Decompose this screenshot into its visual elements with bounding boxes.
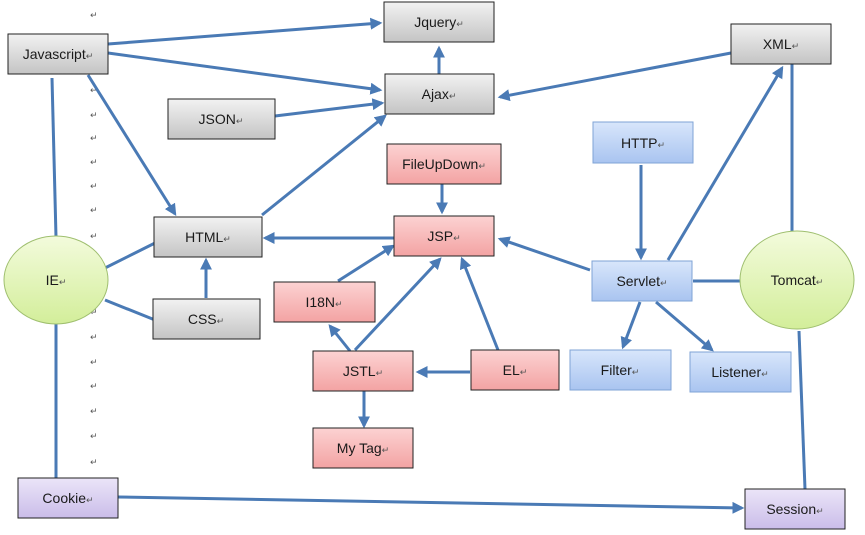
paragraph-mark: ↵ [90,407,98,417]
paragraph-mark: ↵ [792,42,800,52]
arrow-xml-ajax [497,51,732,102]
node-jquery: Jquery↵ [383,1,495,43]
arrow-cookie-session [117,495,745,514]
paragraph-mark: ↵ [223,235,231,245]
node-servlet: Servlet↵ [591,260,693,302]
paragraph-mark: ↵ [90,358,98,368]
node-jstl: JSTL↵ [312,350,414,392]
link-ie-css [104,298,156,322]
paragraph-mark: ↵ [335,300,343,310]
connectors-arrows [86,17,784,514]
node-servlet-label: Servlet↵ [616,273,667,289]
paragraph-mark: ↵ [761,370,769,380]
paragraph-mark: ↵ [453,234,461,244]
paragraph-mark: ↵ [86,496,94,506]
arrow-servlet-filter [620,301,642,350]
node-jsp: JSP↵ [393,215,495,257]
paragraph-mark: ↵ [90,308,98,318]
node-ajax-label: Ajax↵ [422,86,457,102]
paragraph-mark: ↵ [632,368,640,378]
node-xml-label: XML↵ [763,36,799,52]
node-ie: IE↵ [3,235,109,325]
link-ie-html [104,241,156,270]
node-cookie: Cookie↵ [17,477,119,519]
paragraph-mark: ↵ [90,111,98,121]
link-javascript-ie [50,77,58,238]
node-html: HTML↵ [153,216,263,258]
paragraph-mark: ↵ [376,369,384,379]
paragraph-mark: ↵ [90,458,98,468]
node-ajax: Ajax↵ [384,73,495,115]
node-fileupdown-label: FileUpDown↵ [402,156,486,172]
paragraph-marks: ↵ ↵ ↵ ↵ ↵ ↵ ↵ ↵ ↵ ↵ ↵ ↵ ↵ ↵ ↵ [90,11,98,468]
paragraph-mark: ↵ [90,158,98,168]
node-javascript: Javascript↵ [7,33,109,75]
node-html-label: HTML↵ [185,229,231,245]
arrow-servlet-listener [655,300,714,352]
node-filter-label: Filter↵ [601,362,640,378]
paragraph-mark: ↵ [660,279,668,289]
node-session-label: Session↵ [766,501,823,517]
paragraph-mark: ↵ [478,162,486,172]
node-fileupdown: FileUpDown↵ [386,143,502,185]
node-i18n-label: I18N↵ [305,294,342,310]
paragraph-mark: ↵ [816,507,824,517]
node-i18n: I18N↵ [273,281,376,323]
arrow-javascript-ajax [107,51,383,95]
arrow-servlet-xml [666,65,784,261]
arrow-servlet-jsp [497,236,591,272]
node-mytag: My Tag↵ [312,427,414,469]
arrow-i18n-jsp [337,244,396,283]
node-http-label: HTTP↵ [621,135,665,151]
arrow-el-jsp [459,256,500,351]
paragraph-mark: ↵ [816,278,824,288]
paragraph-mark: ↵ [90,333,98,343]
paragraph-mark: ↵ [520,368,528,378]
paragraph-mark: ↵ [658,141,666,151]
node-cookie-label: Cookie↵ [42,490,93,506]
arrow-html-ajax [261,114,387,217]
node-el: EL↵ [470,349,560,391]
paragraph-mark: ↵ [90,232,98,242]
node-jquery-label: Jquery↵ [414,14,464,30]
connectors-plain [50,64,807,490]
arrow-javascript-jquery [107,17,383,46]
node-json: JSON↵ [167,98,276,140]
paragraph-mark: ↵ [456,20,464,30]
node-listener: Listener↵ [689,351,792,393]
paragraph-mark: ↵ [449,92,457,102]
arrow-javascript-html [86,74,177,217]
paragraph-mark: ↵ [217,317,225,327]
paragraph-mark: ↵ [90,382,98,392]
node-xml: XML↵ [730,23,832,65]
paragraph-mark: ↵ [90,86,98,96]
node-css-label: CSS↵ [188,311,224,327]
link-tomcat-session [797,330,807,490]
arrow-jstl-i18n [328,324,352,352]
paragraph-mark: ↵ [90,206,98,216]
node-jsp-label: JSP↵ [427,228,460,244]
arrow-json-ajax [274,98,385,118]
paragraph-mark: ↵ [382,446,390,456]
node-session: Session↵ [744,488,846,530]
node-filter: Filter↵ [569,349,672,391]
node-tomcat-label: Tomcat↵ [771,272,824,288]
node-javascript-label: Javascript↵ [23,46,94,62]
node-json-label: JSON↵ [199,111,244,127]
node-css: CSS↵ [152,298,261,340]
paragraph-mark: ↵ [59,278,67,288]
paragraph-mark: ↵ [90,432,98,442]
paragraph-mark: ↵ [90,182,98,192]
paragraph-mark: ↵ [236,117,244,127]
node-mytag-label: My Tag↵ [337,440,389,456]
paragraph-mark: ↵ [86,52,94,62]
paragraph-mark: ↵ [90,134,98,144]
node-http: HTTP↵ [592,121,694,164]
node-jstl-label: JSTL↵ [343,363,383,379]
node-tomcat: Tomcat↵ [739,230,855,330]
arrow-jstl-jsp [353,257,442,352]
paragraph-mark: ↵ [90,11,98,21]
node-listener-label: Listener↵ [711,364,768,380]
